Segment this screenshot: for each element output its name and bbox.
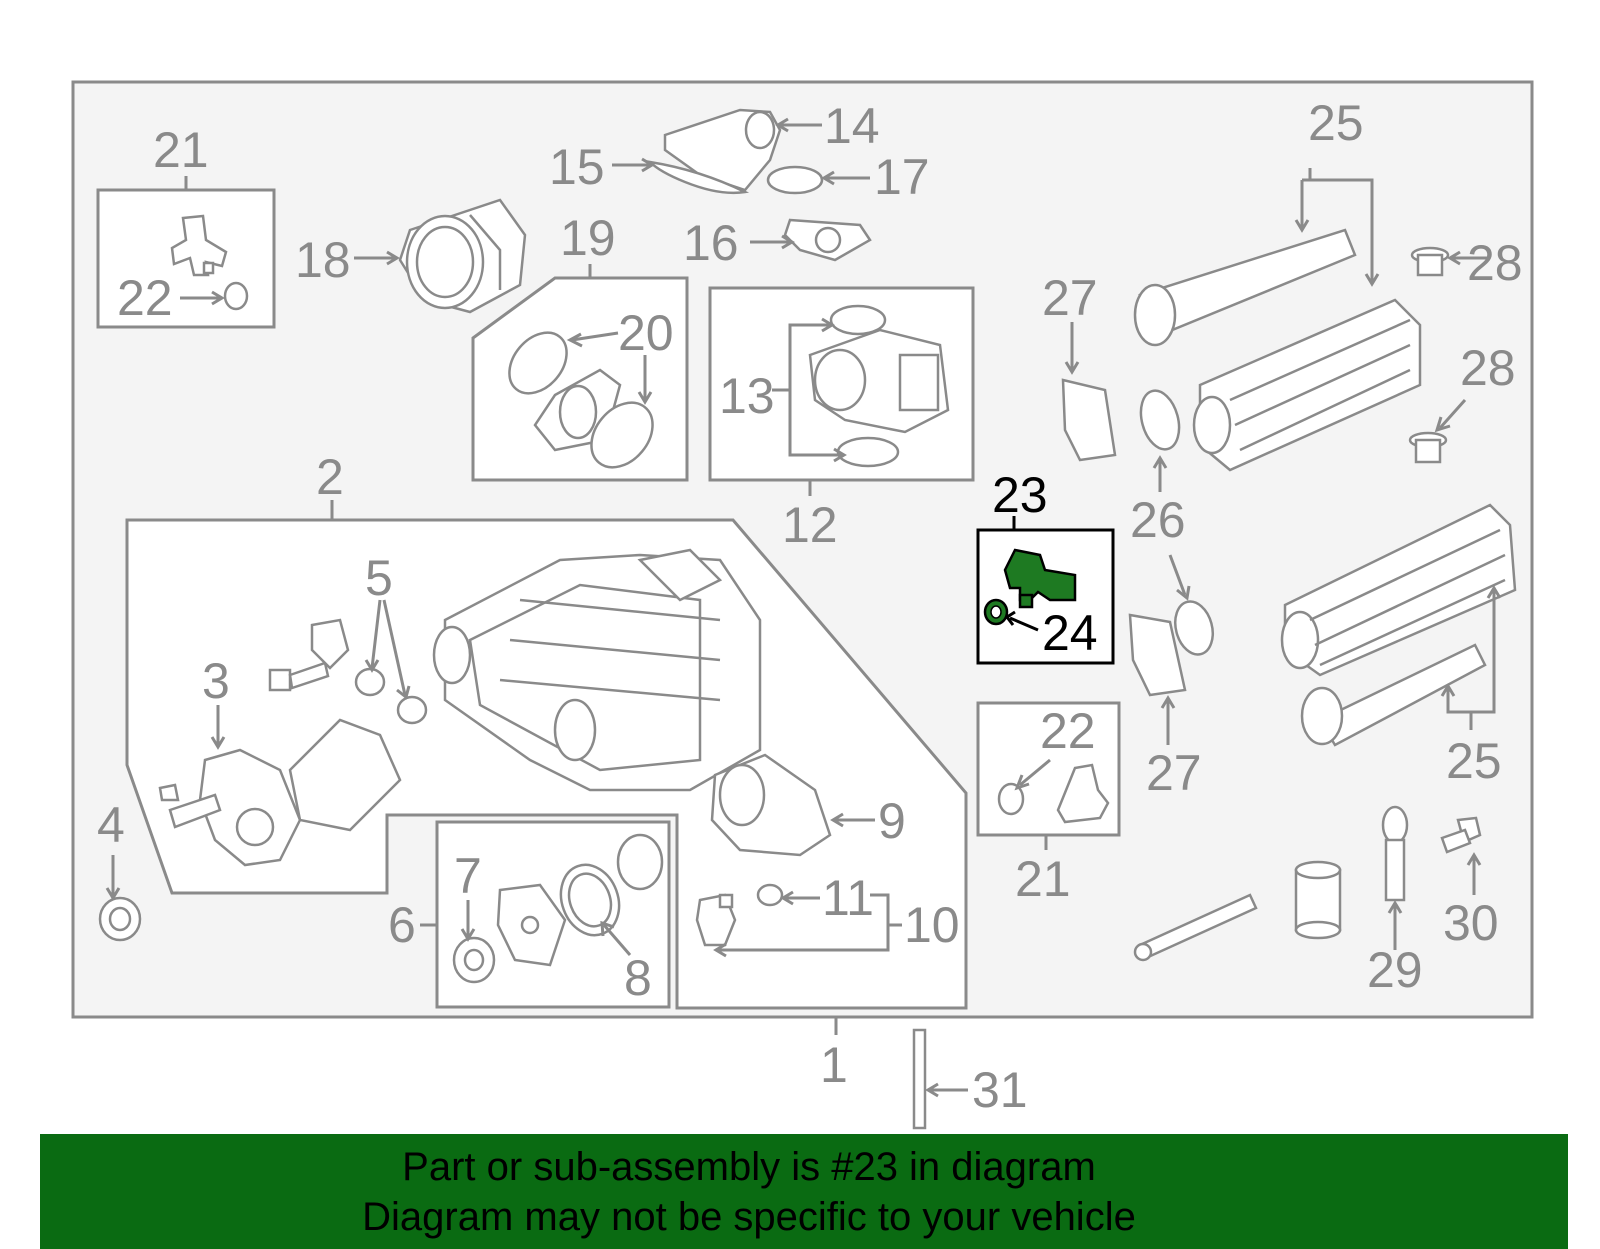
part-10-sensor xyxy=(695,893,737,947)
label-21-top: 21 xyxy=(153,122,209,178)
part-9-cover xyxy=(710,753,832,857)
part-13-seal-lower xyxy=(836,436,900,468)
part-8-seal-ring xyxy=(559,863,621,937)
label-10: 10 xyxy=(904,897,960,953)
part-31-stud xyxy=(912,1028,927,1130)
label-12: 12 xyxy=(782,497,838,553)
label-15: 15 xyxy=(549,139,605,195)
part-5-bushing-b xyxy=(396,695,428,725)
part-21-sensor-right xyxy=(1056,763,1110,824)
part-17-seal xyxy=(766,165,824,195)
part-11-seal xyxy=(756,883,784,907)
label-18: 18 xyxy=(295,232,351,288)
part-small-clip xyxy=(158,783,180,802)
label-1: 1 xyxy=(820,1037,848,1093)
tool-rod xyxy=(1133,893,1258,962)
part-26-seal-lower xyxy=(1174,600,1214,656)
label-30: 30 xyxy=(1443,895,1499,951)
label-25-lower: 25 xyxy=(1446,733,1502,789)
label-20: 20 xyxy=(618,305,674,361)
label-14: 14 xyxy=(824,98,880,154)
label-6: 6 xyxy=(388,897,416,953)
part-21-sensor-top xyxy=(170,214,228,277)
label-27-upper: 27 xyxy=(1042,270,1098,326)
label-9: 9 xyxy=(878,793,906,849)
label-11: 11 xyxy=(822,870,874,926)
part-27-gasket-lower xyxy=(1128,613,1187,697)
part-7-pulley xyxy=(452,936,496,984)
label-13: 13 xyxy=(719,368,775,424)
part-25-pipe-lower xyxy=(1300,643,1487,747)
label-21-right: 21 xyxy=(1015,851,1071,907)
label-27-lower: 27 xyxy=(1146,745,1202,801)
label-22-top: 22 xyxy=(117,270,173,326)
part-26-seal-upper xyxy=(1139,389,1181,451)
part-20-seal-lower xyxy=(590,401,654,469)
part-8-oring xyxy=(616,833,664,891)
label-28-lower: 28 xyxy=(1460,340,1516,396)
part-3-manifold xyxy=(168,718,402,867)
part-13-throttle-body xyxy=(808,328,950,434)
group-box-21-right xyxy=(976,701,1121,837)
part-20-seal-upper xyxy=(508,331,568,395)
part-25-intercooler-lower xyxy=(1280,503,1517,677)
part-24-seal-inner xyxy=(990,605,1002,619)
label-5: 5 xyxy=(365,550,393,606)
part-28-plug-upper xyxy=(1410,246,1450,277)
label-4: 4 xyxy=(97,797,125,853)
part-2-supercharger xyxy=(432,548,762,792)
label-3: 3 xyxy=(202,653,230,709)
label-31: 31 xyxy=(972,1062,1028,1118)
info-banner: Part or sub-assembly is #23 in diagram D… xyxy=(40,1134,1568,1249)
part-6-cover xyxy=(496,883,567,967)
label-17: 17 xyxy=(874,149,930,205)
part-14-elbow xyxy=(663,108,782,192)
leader-lines xyxy=(105,117,1502,1098)
part-30-bolt xyxy=(1440,816,1482,854)
part-13-seal-upper xyxy=(829,304,887,336)
label-25-upper: 25 xyxy=(1308,95,1364,151)
label-19: 19 xyxy=(560,210,616,266)
part-23-sensor xyxy=(1003,548,1077,609)
part-15-gasket xyxy=(646,160,750,195)
part-bolt-3 xyxy=(268,661,330,692)
label-22-right: 22 xyxy=(1040,703,1096,759)
label-24: 24 xyxy=(1042,605,1098,661)
part-27-gasket-upper xyxy=(1061,378,1117,462)
part-4-seal-inner xyxy=(108,906,132,932)
label-23: 23 xyxy=(992,467,1048,523)
label-7: 7 xyxy=(454,848,482,904)
part-25-intercooler-upper xyxy=(1192,298,1422,472)
part-25-pipe-upper xyxy=(1133,228,1357,347)
part-16-flange xyxy=(783,218,872,262)
label-28-upper: 28 xyxy=(1467,235,1523,291)
oil-filter xyxy=(1294,860,1342,940)
part-22-seal-right xyxy=(997,782,1025,816)
label-2: 2 xyxy=(316,449,344,505)
label-16: 16 xyxy=(683,215,739,271)
label-29: 29 xyxy=(1367,942,1423,998)
part-22-seal-top xyxy=(223,281,249,311)
label-26: 26 xyxy=(1130,492,1186,548)
part-29-bracket xyxy=(1381,805,1409,902)
banner-line-1: Part or sub-assembly is #23 in diagram xyxy=(402,1145,1096,1189)
part-5-bushing-a xyxy=(354,667,386,697)
part-18-housing xyxy=(398,198,527,314)
part-28-plug-lower xyxy=(1408,431,1448,464)
banner-line-2: Diagram may not be specific to your vehi… xyxy=(362,1195,1136,1239)
part-gasket-small xyxy=(310,618,350,670)
label-8: 8 xyxy=(624,950,652,1006)
